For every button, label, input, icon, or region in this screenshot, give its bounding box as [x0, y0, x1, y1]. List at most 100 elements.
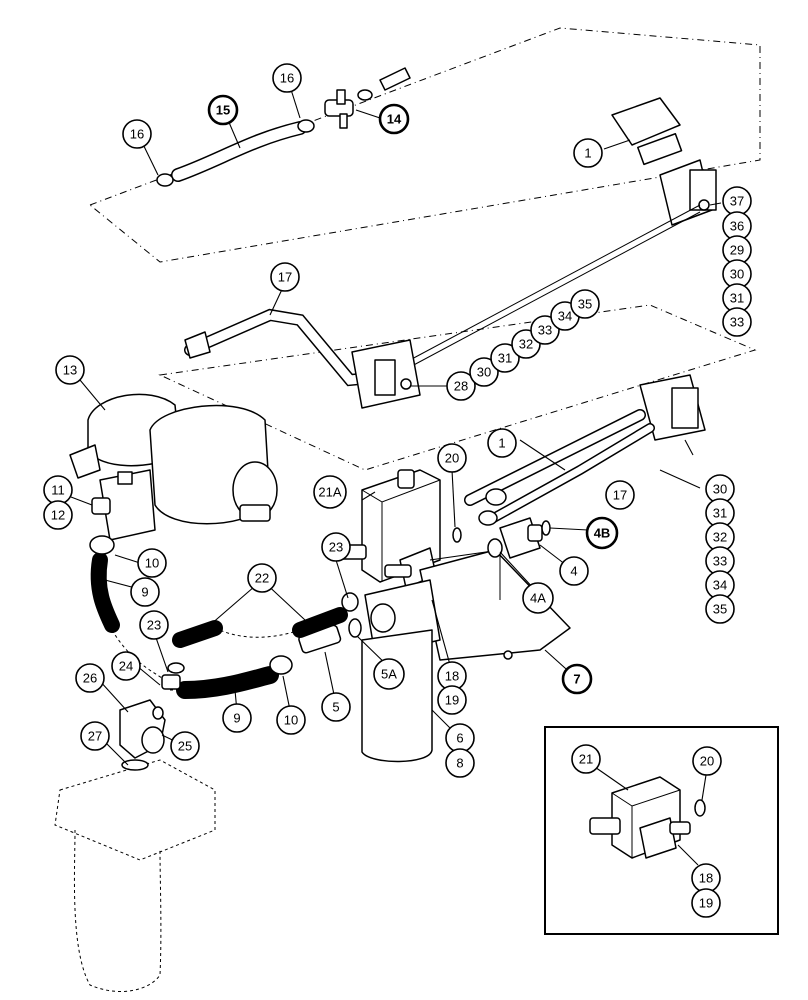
- callout-25: 25: [170, 731, 200, 761]
- svg-text:23: 23: [329, 540, 343, 555]
- svg-text:33: 33: [713, 554, 727, 569]
- svg-text:21: 21: [579, 752, 593, 767]
- svg-text:10: 10: [145, 556, 159, 571]
- callout-1-top: 1: [573, 138, 603, 168]
- hose-9-lower: [170, 655, 293, 699]
- svg-text:14: 14: [387, 112, 402, 127]
- svg-text:34: 34: [558, 309, 572, 324]
- svg-text:24: 24: [119, 659, 133, 674]
- callout-4: 4: [559, 556, 589, 586]
- svg-text:33: 33: [538, 323, 552, 338]
- callout-33-right: 33: [705, 546, 735, 576]
- callout-7: 7: [561, 663, 593, 695]
- callout-9-upper: 9: [130, 577, 160, 607]
- svg-text:27: 27: [88, 729, 102, 744]
- svg-text:5: 5: [332, 700, 339, 715]
- clamp-16-right: [297, 119, 315, 133]
- svg-text:1: 1: [498, 436, 505, 451]
- callout-30-mid: 30: [469, 357, 499, 387]
- svg-text:4A: 4A: [530, 591, 546, 606]
- svg-text:30: 30: [477, 365, 491, 380]
- svg-text:6: 6: [456, 731, 463, 746]
- callout-27: 27: [80, 721, 110, 751]
- callout-21A: 21A: [313, 475, 347, 509]
- fitting-4: [452, 517, 551, 559]
- svg-text:32: 32: [713, 530, 727, 545]
- callout-16-right: 16: [272, 63, 302, 93]
- svg-text:13: 13: [63, 363, 77, 378]
- svg-text:8: 8: [456, 756, 463, 771]
- callout-10-upper: 10: [137, 548, 167, 578]
- tie-rod: [394, 204, 701, 376]
- callout-29-top: 29: [722, 235, 752, 265]
- hydraulic-pump-13: [69, 393, 278, 541]
- callout-23-right: 23: [321, 532, 351, 562]
- callout-4B: 4B: [585, 516, 619, 550]
- callout-31-mid: 31: [490, 343, 520, 373]
- svg-text:17: 17: [278, 270, 292, 285]
- callout-5A: 5A: [373, 658, 405, 690]
- svg-text:4B: 4B: [594, 526, 611, 541]
- valve-block-21A: [339, 469, 441, 589]
- callout-22: 22: [247, 563, 277, 593]
- callout-19-inset: 19: [691, 888, 721, 918]
- svg-text:37: 37: [730, 194, 744, 209]
- callout-16-left: 16: [122, 119, 152, 149]
- callout-15: 15: [207, 94, 239, 126]
- clamp-block-28: [351, 339, 421, 409]
- callout-6: 6: [445, 723, 475, 753]
- svg-text:7: 7: [573, 672, 580, 687]
- callout-28: 28: [446, 371, 476, 401]
- svg-text:22: 22: [255, 571, 269, 586]
- svg-text:30: 30: [730, 267, 744, 282]
- callout-31-right: 31: [705, 498, 735, 528]
- callout-4A: 4A: [522, 582, 554, 614]
- callout-18-inset: 18: [691, 863, 721, 893]
- filter-canister-6: [361, 629, 433, 763]
- svg-text:34: 34: [713, 578, 727, 593]
- steering-pipe-17: [184, 308, 376, 387]
- svg-text:21A: 21A: [318, 485, 341, 500]
- callout-21-inset: 21: [571, 744, 601, 774]
- svg-text:28: 28: [454, 379, 468, 394]
- svg-text:16: 16: [280, 71, 294, 86]
- svg-text:10: 10: [284, 713, 298, 728]
- callout-17-mid: 17: [605, 480, 635, 510]
- svg-text:35: 35: [713, 602, 727, 617]
- steering-cylinder-right: [464, 374, 706, 526]
- callout-36: 36: [722, 211, 752, 241]
- svg-text:25: 25: [178, 739, 192, 754]
- clamp-16-left: [156, 173, 174, 187]
- svg-text:20: 20: [445, 451, 459, 466]
- callout-9-lower: 9: [222, 703, 252, 733]
- callout-30-right: 30: [705, 474, 735, 504]
- callout-20-main: 20: [437, 443, 467, 473]
- callout-37: 37: [722, 186, 752, 216]
- svg-text:9: 9: [141, 585, 148, 600]
- svg-text:9: 9: [233, 711, 240, 726]
- hose-22-long: [214, 592, 359, 638]
- steering-cylinder-top: [611, 97, 717, 226]
- hose-22-short: [172, 620, 223, 648]
- adapter-26: [119, 662, 185, 759]
- callout-19-main: 19: [437, 685, 467, 715]
- callout-24: 24: [111, 651, 141, 681]
- callout-1-mid: 1: [487, 428, 517, 458]
- svg-text:16: 16: [130, 127, 144, 142]
- reference-filter-base: [54, 759, 216, 992]
- mid-assembly-outline: [158, 304, 757, 471]
- upper-hose-15: [156, 119, 315, 187]
- svg-text:29: 29: [730, 243, 744, 258]
- callout-17-top: 17: [270, 262, 300, 292]
- svg-text:15: 15: [216, 103, 230, 118]
- svg-text:30: 30: [713, 482, 727, 497]
- svg-text:23: 23: [147, 618, 161, 633]
- svg-text:4: 4: [570, 564, 577, 579]
- svg-text:35: 35: [578, 297, 592, 312]
- callout-23-left: 23: [139, 610, 169, 640]
- bracket-7: [419, 549, 571, 661]
- svg-text:17: 17: [613, 488, 627, 503]
- svg-text:5A: 5A: [381, 667, 397, 682]
- callout-10-lower: 10: [276, 705, 306, 735]
